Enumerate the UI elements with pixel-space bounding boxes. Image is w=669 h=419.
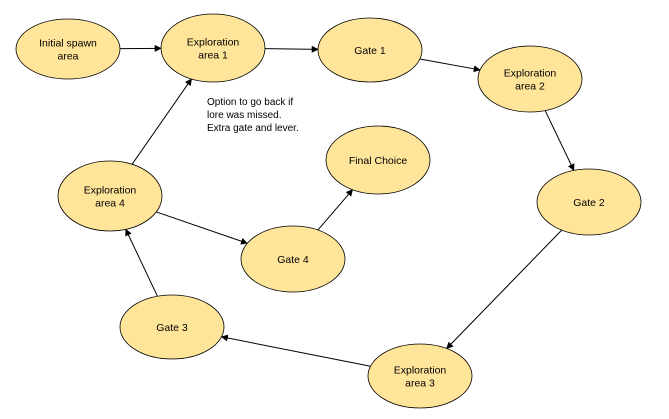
node-gate1: Gate 1 — [317, 17, 423, 83]
node-shape — [15, 18, 121, 80]
node-label: Gate 2 — [573, 197, 605, 209]
node-label: Gate 1 — [354, 45, 386, 57]
node-shape — [160, 13, 266, 83]
back-option-note: Option to go back if lore was missed. Ex… — [207, 97, 299, 134]
edge-exp3-to-gate3 — [220, 334, 371, 367]
node-shape — [119, 294, 225, 360]
node-shape — [317, 17, 423, 83]
edge-gate1-to-exp2 — [419, 58, 481, 73]
node-label: Final Choice — [349, 155, 408, 167]
node-gate4: Gate 4 — [240, 225, 346, 293]
edge-exp4-to-gate4 — [156, 211, 248, 245]
node-gate2: Gate 2 — [536, 168, 642, 236]
node-label: Gate 3 — [156, 322, 188, 334]
node-shape — [57, 160, 163, 232]
node-shape — [536, 168, 642, 236]
edges-layer — [119, 44, 575, 367]
edge-exp4-to-exp1 — [131, 78, 192, 165]
node-shape — [240, 225, 346, 293]
node-final: Final Choice — [325, 125, 431, 195]
edge-exp1-to-gate1 — [264, 45, 319, 53]
edge-exp2-to-gate2 — [544, 110, 575, 172]
node-label: Gate 4 — [277, 254, 309, 266]
node-shape — [325, 125, 431, 195]
node-gate3: Gate 3 — [119, 294, 225, 360]
node-shape — [477, 45, 583, 113]
edge-gate4-to-final — [317, 189, 354, 231]
edge-gate3-to-exp4 — [125, 228, 158, 297]
node-shape — [367, 343, 473, 409]
edge-gate2-to-exp3 — [446, 229, 563, 350]
